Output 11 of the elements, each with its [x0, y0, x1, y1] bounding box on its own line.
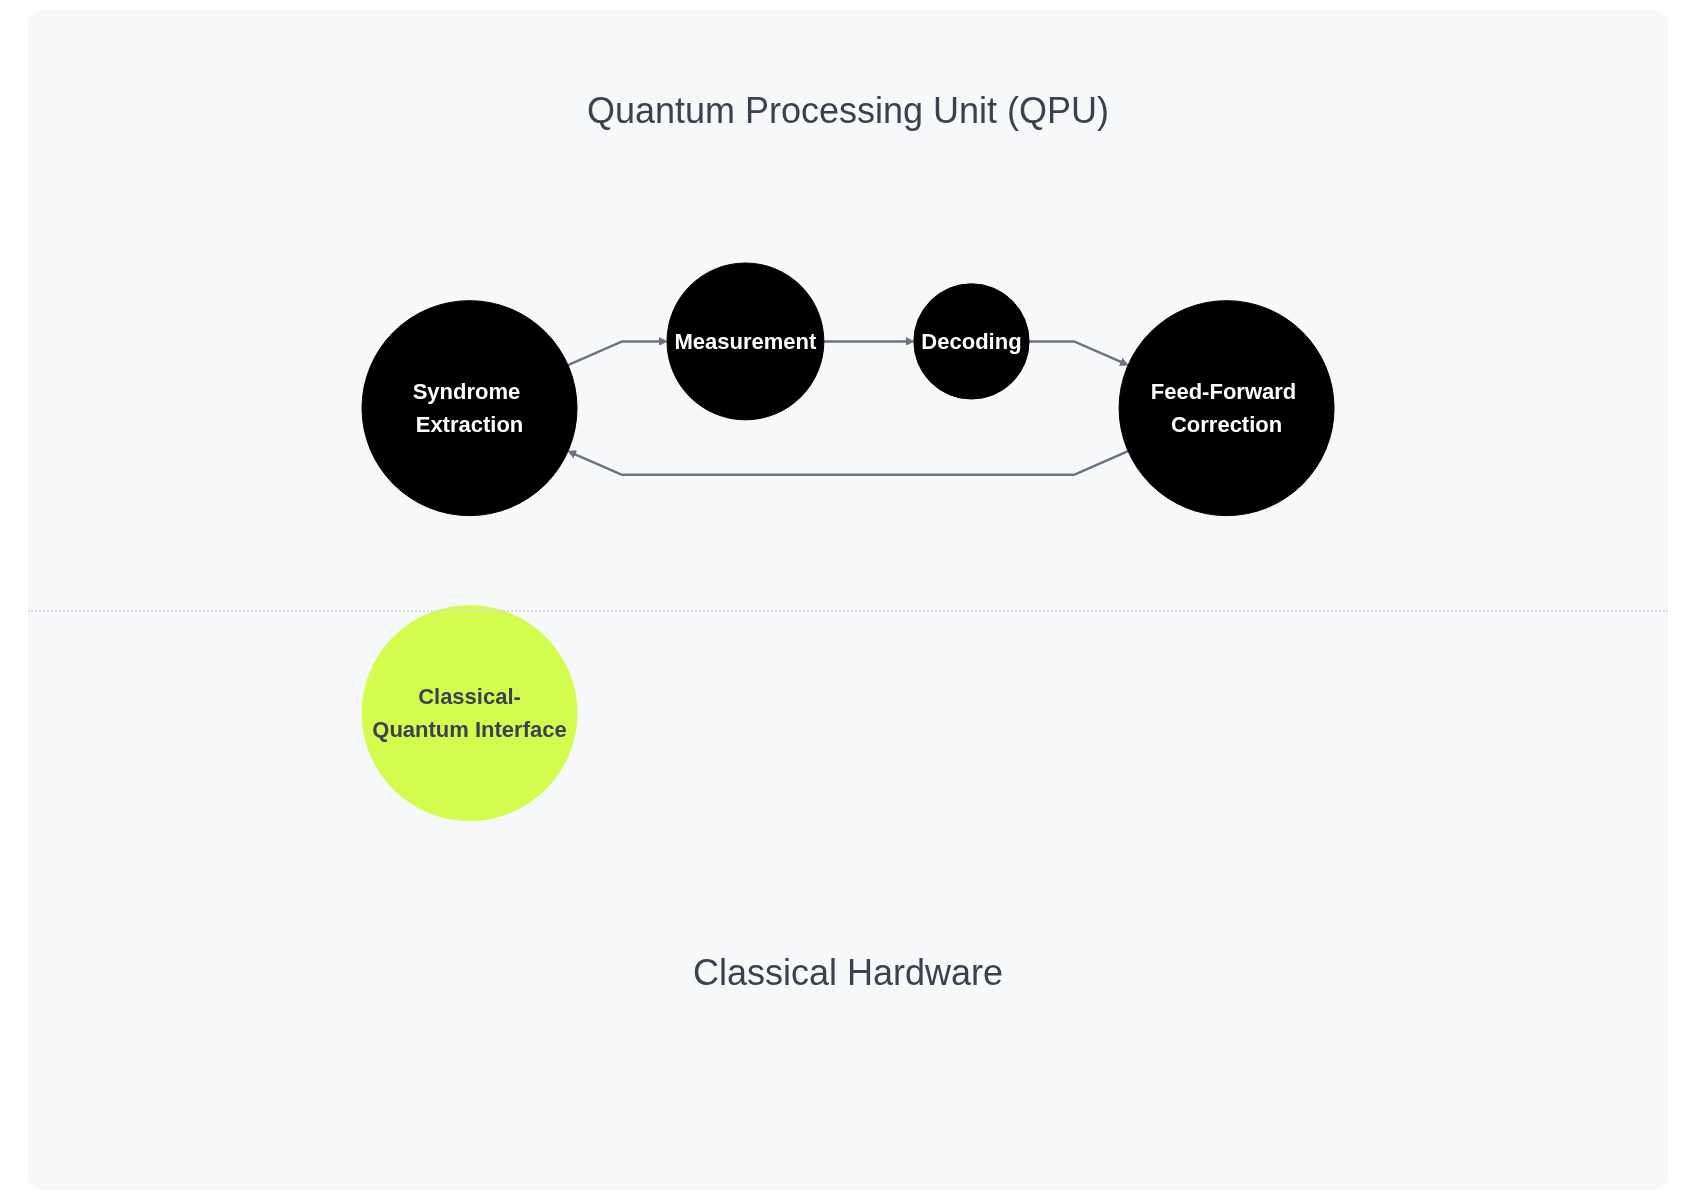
- node-circle: Measurement: [666, 262, 825, 421]
- arrow: [567, 450, 1129, 477]
- region-label: Quantum Processing Unit (QPU): [586, 90, 1110, 132]
- arrow: [823, 337, 915, 346]
- node-circle: Classical-Quantum Interface: [361, 605, 578, 822]
- node-circle: Decoding: [913, 283, 1030, 400]
- arrow: [567, 337, 668, 367]
- node-circle: Feed-Forward Correction: [1118, 300, 1335, 517]
- arrow: [1029, 340, 1129, 367]
- node-circle: Syndrome Extraction: [361, 300, 578, 517]
- region-label: Classical Hardware: [692, 952, 1004, 994]
